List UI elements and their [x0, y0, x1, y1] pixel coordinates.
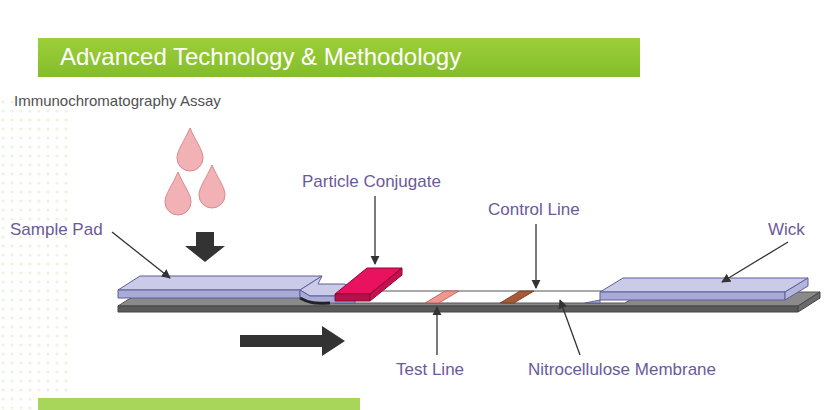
part-label: Test Line	[396, 360, 464, 380]
wick-pad	[585, 278, 808, 303]
part-label: Control Line	[488, 200, 580, 220]
bottom-bar	[38, 398, 360, 410]
control-line	[500, 291, 534, 303]
conjugate-pad	[335, 268, 402, 301]
part-label: Wick	[768, 220, 805, 240]
sample-pad	[118, 276, 355, 303]
subtitle: Immunochromatography Assay	[14, 92, 221, 109]
test-line	[425, 291, 459, 303]
part-label: Particle Conjugate	[302, 172, 441, 192]
title: Advanced Technology & Methodology	[60, 42, 461, 72]
droplets	[165, 128, 225, 215]
membrane	[335, 291, 645, 303]
leader-lines	[112, 196, 788, 355]
part-label: Sample Pad	[10, 220, 103, 240]
dot-texture	[0, 100, 70, 410]
flow-arrow-down	[185, 232, 225, 262]
part-label: Nitrocellulose Membrane	[528, 360, 716, 380]
flow-arrow-right	[240, 326, 345, 356]
